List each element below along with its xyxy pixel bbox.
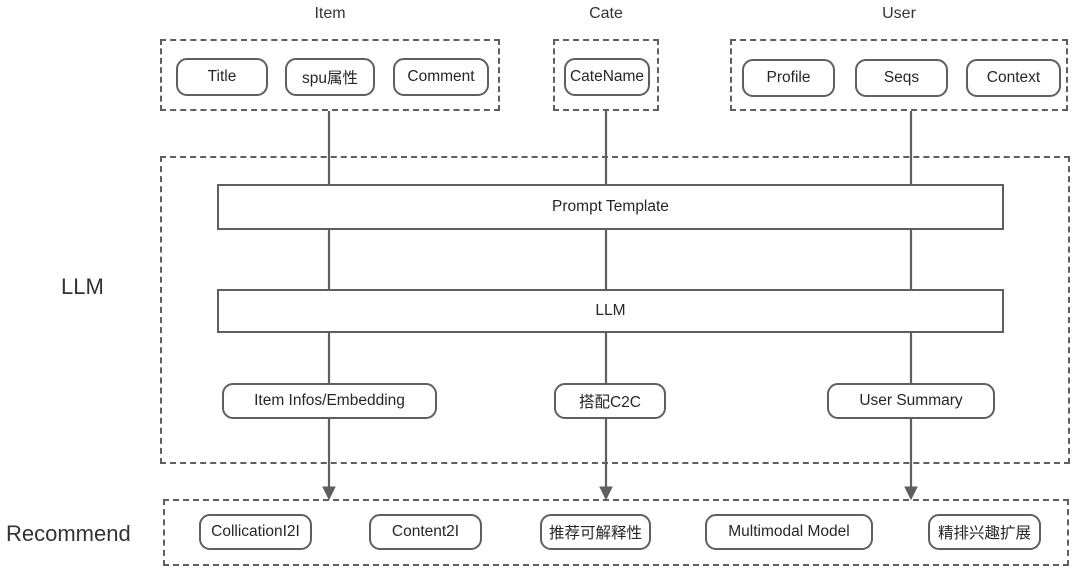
llm-output-user-summary[interactable]: User Summary [827, 383, 995, 419]
input-pill-comment[interactable]: Comment [393, 58, 489, 96]
stage-box-llm [160, 156, 1070, 464]
input-pill-spu-attributes[interactable]: spu属性 [285, 58, 375, 96]
group-box-user [730, 39, 1068, 111]
group-title-cate: Cate [589, 5, 623, 22]
recommend-pill-interest-expansion[interactable]: 精排兴趣扩展 [928, 514, 1041, 550]
stage-box-recommend [163, 499, 1069, 566]
input-pill-profile[interactable]: Profile [742, 59, 835, 97]
prompt-template-block[interactable]: Prompt Template [217, 184, 1004, 230]
stage-label-recommend: Recommend [6, 521, 131, 546]
recommend-pill-collicationi2i[interactable]: CollicationI2I [199, 514, 312, 550]
recommend-pill-content2i[interactable]: Content2I [369, 514, 482, 550]
input-pill-seqs[interactable]: Seqs [855, 59, 948, 97]
llm-block[interactable]: LLM [217, 289, 1004, 333]
input-pill-title[interactable]: Title [176, 58, 268, 96]
input-pill-catename[interactable]: CateName [564, 58, 650, 96]
group-title-item: Item [314, 5, 346, 22]
llm-output-item-infos-embedding[interactable]: Item Infos/Embedding [222, 383, 437, 419]
stage-label-llm: LLM [61, 274, 104, 299]
recommend-pill-explainability[interactable]: 推荐可解释性 [540, 514, 651, 550]
group-title-user: User [882, 5, 916, 22]
llm-output-matching-c2c[interactable]: 搭配C2C [554, 383, 666, 419]
group-box-item [160, 39, 500, 111]
group-box-cate [553, 39, 659, 111]
recommend-pill-multimodal-model[interactable]: Multimodal Model [705, 514, 873, 550]
input-pill-context[interactable]: Context [966, 59, 1061, 97]
